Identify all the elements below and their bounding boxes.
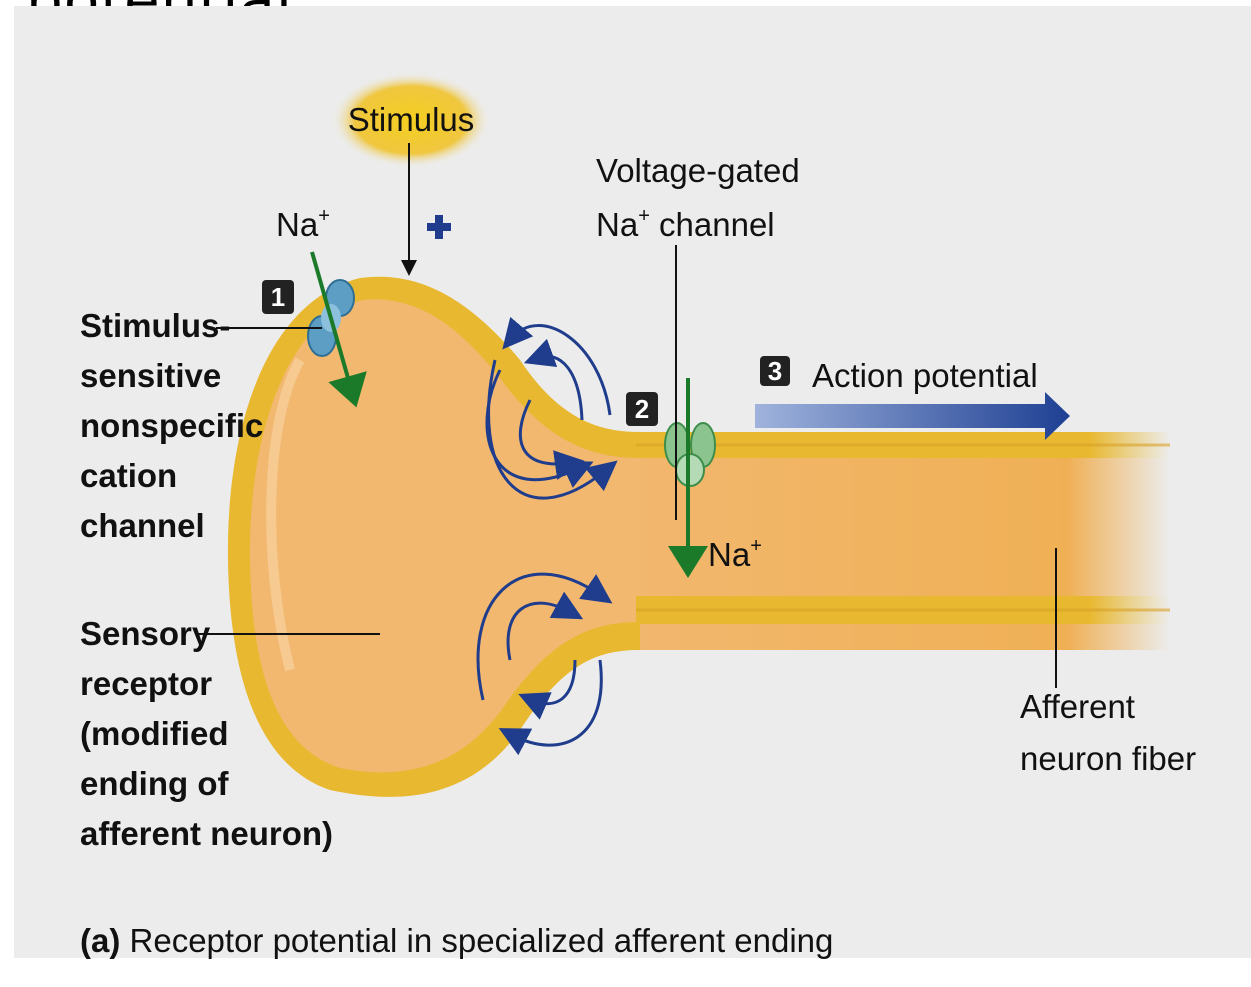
svg-text:afferent neuron): afferent neuron) — [80, 815, 333, 852]
step-badge-2: 2 — [626, 392, 658, 426]
na-label-top: Na+ — [276, 205, 330, 243]
svg-text:channel: channel — [80, 507, 205, 544]
figure-caption: (a) Receptor potential in specialized af… — [80, 922, 833, 959]
plus-icon — [427, 215, 451, 239]
voltage-gated-label-line1: Voltage-gated — [596, 152, 800, 189]
svg-text:receptor: receptor — [80, 665, 212, 702]
svg-text:nonspecific: nonspecific — [80, 407, 263, 444]
action-potential-label: Action potential — [812, 357, 1038, 394]
step-badge-3: 3 — [760, 356, 790, 386]
afferent-label-line1: Afferent — [1020, 688, 1135, 725]
afferent-label-line2: neuron fiber — [1020, 740, 1196, 777]
step-badge-1: 1 — [262, 280, 294, 314]
receptor-cytoplasm — [250, 299, 640, 772]
svg-text:Sensory: Sensory — [80, 615, 211, 652]
svg-text:2: 2 — [635, 394, 649, 424]
svg-text:sensitive: sensitive — [80, 357, 221, 394]
stimulus-label: Stimulus — [348, 101, 475, 138]
svg-text:1: 1 — [271, 282, 285, 312]
svg-text:Stimulus-: Stimulus- — [80, 307, 230, 344]
svg-text:cation: cation — [80, 457, 177, 494]
svg-text:ending of: ending of — [80, 765, 229, 802]
svg-text:(modified: (modified — [80, 715, 228, 752]
voltage-gated-label-line2: Na+ channel — [596, 205, 775, 243]
svg-text:3: 3 — [768, 356, 782, 386]
